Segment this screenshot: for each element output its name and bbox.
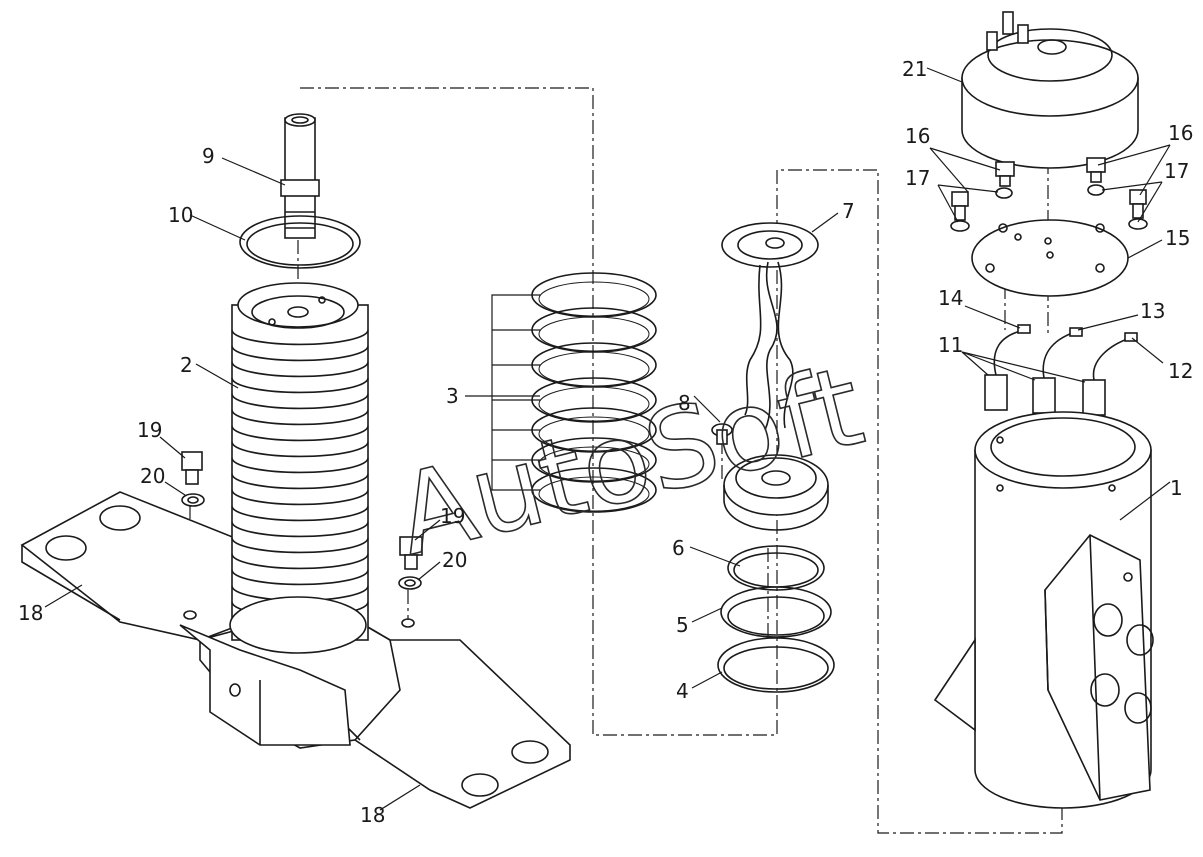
part-19-bolt-right <box>399 536 423 570</box>
part-20-washer-left <box>181 493 205 507</box>
part-10-ring <box>239 215 361 269</box>
callout-8: 8 <box>678 391 691 415</box>
part-11-brushes <box>984 329 1131 416</box>
part-2-column-stack <box>229 282 369 654</box>
part-5-ring <box>720 586 832 638</box>
part-20-washer-right <box>398 576 422 590</box>
part-1-housing <box>933 411 1154 809</box>
callout-18-bottom: 18 <box>360 803 385 827</box>
callout-18-left: 18 <box>18 601 43 625</box>
callout-1: 1 <box>1170 476 1183 500</box>
part-19-bolt-left <box>181 451 203 485</box>
callout-17-right: 17 <box>1164 159 1189 183</box>
callout-12: 12 <box>1168 359 1193 383</box>
leader-lines <box>44 67 1171 811</box>
part-21-cap <box>961 11 1139 169</box>
callout-7: 7 <box>842 199 855 223</box>
callout-19-left: 19 <box>137 418 162 442</box>
callout-10: 10 <box>168 203 193 227</box>
callout-3: 3 <box>446 384 459 408</box>
part-16-bolts <box>995 157 1106 187</box>
part-18-base-bracket <box>20 491 571 809</box>
callout-16-left: 16 <box>905 124 930 148</box>
callout-labels: 21 16 16 17 17 15 14 13 11 12 1 7 8 6 5 … <box>18 57 1193 827</box>
callout-20-right: 20 <box>442 548 467 572</box>
callout-13: 13 <box>1140 299 1165 323</box>
callout-2: 2 <box>180 353 193 377</box>
callout-14: 14 <box>938 286 963 310</box>
part-15-plate <box>971 219 1129 297</box>
part-9-shaft <box>280 113 320 239</box>
callout-9: 9 <box>202 144 215 168</box>
callout-6: 6 <box>672 536 685 560</box>
part-13-14-12-terminals <box>1017 324 1138 342</box>
part-4-snap-ring <box>717 637 835 693</box>
part-6-snap-ring <box>727 545 825 591</box>
callout-5: 5 <box>676 613 689 637</box>
callout-16-right: 16 <box>1168 121 1193 145</box>
callout-11: 11 <box>938 333 963 357</box>
part-7-brush-holder <box>721 222 819 431</box>
watermark-text: AutoSoft <box>385 342 874 580</box>
callout-4: 4 <box>676 679 689 703</box>
callout-19-right: 19 <box>440 504 465 528</box>
callout-20-left: 20 <box>140 464 165 488</box>
part-8-screw <box>711 423 733 445</box>
callout-15: 15 <box>1165 226 1190 250</box>
callout-17-left: 17 <box>905 166 930 190</box>
part-3-ring-set <box>531 272 657 513</box>
rotor-disc <box>723 454 829 531</box>
callout-21: 21 <box>902 57 927 81</box>
